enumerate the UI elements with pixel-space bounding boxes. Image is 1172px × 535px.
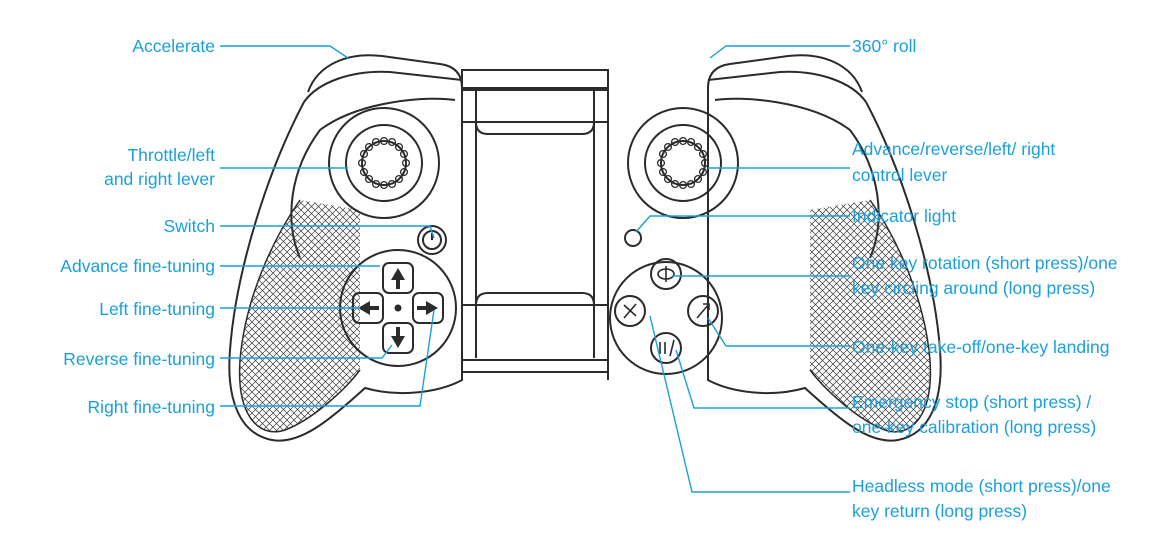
label-switch: Switch xyxy=(163,216,215,236)
label-right-fine: Right fine-tuning xyxy=(87,397,215,417)
label-accelerate: Accelerate xyxy=(132,36,215,56)
rotation-icon xyxy=(650,258,682,290)
leader-lines xyxy=(220,45,850,493)
emergency-stop-icon xyxy=(650,332,682,364)
left-joystick xyxy=(328,107,440,219)
label-reverse-fine: Reverse fine-tuning xyxy=(63,349,215,369)
headless-icon xyxy=(614,295,646,327)
label-headless-line1: Headless mode (short press)/one xyxy=(852,476,1111,496)
label-throttle-line1: Throttle/left xyxy=(127,145,215,165)
label-throttle-line2: and right lever xyxy=(104,169,215,189)
action-buttons xyxy=(609,258,723,375)
label-rotation-line2: key circling around (long press) xyxy=(852,278,1096,298)
label-rotation-line1: One key rotation (short press)/one xyxy=(852,253,1118,273)
label-control-lever-line2: control lever xyxy=(852,165,948,185)
label-360-roll: 360° roll xyxy=(852,36,917,56)
label-advance-fine: Advance fine-tuning xyxy=(60,256,215,276)
label-indicator-light: Indicator light xyxy=(852,206,957,226)
indicator-light-icon xyxy=(624,229,642,247)
label-emergency-line1: Emergency stop (short press) / xyxy=(852,392,1092,412)
label-control-lever-line1: Advance/reverse/left/ right xyxy=(852,139,1056,159)
dpad-arrow-icon xyxy=(358,268,438,348)
label-headless-line2: key return (long press) xyxy=(852,501,1028,521)
label-emergency-line2: one-key calibration (long press) xyxy=(852,417,1097,437)
controller-body xyxy=(228,54,942,442)
label-left-fine: Left fine-tuning xyxy=(99,299,215,319)
left-grip xyxy=(239,200,360,432)
takeoff-landing-icon xyxy=(687,295,719,327)
label-takeoff-landing: One-key take-off/one-key landing xyxy=(852,337,1110,357)
right-joystick xyxy=(627,107,739,219)
